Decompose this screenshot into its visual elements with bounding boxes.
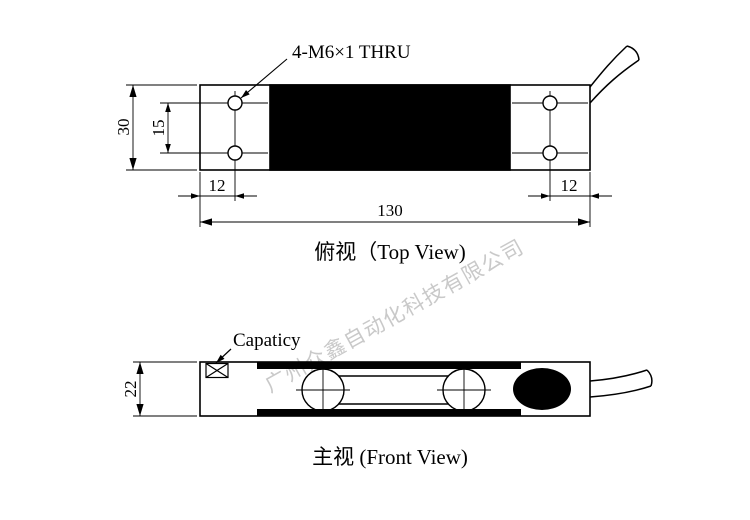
front-view-caption: 主视 (Front View) (312, 445, 468, 469)
cable-line (589, 45, 628, 88)
front-view-bottom-strip (257, 409, 521, 416)
front-view-top-strip (257, 362, 521, 369)
cable-line (589, 59, 640, 104)
capacity-leader (215, 348, 232, 364)
dim-text-15: 15 (149, 120, 168, 137)
dim-text-130: 130 (377, 201, 403, 220)
top-view-caption: 俯视（Top View) (314, 240, 465, 264)
cable-end-cap (626, 45, 640, 61)
seal-ellipse (513, 368, 571, 410)
blind-hole-crosshairs (296, 365, 491, 415)
capacity-box-diagonal (205, 362, 229, 379)
cable-front-view (589, 369, 653, 398)
cable-end-cap (646, 369, 653, 387)
mounting-holes (227, 95, 558, 161)
capacity-label: Capaticy (233, 330, 301, 351)
front-view (199, 361, 591, 417)
cable-top-view (589, 45, 640, 104)
mounting-hole (227, 95, 243, 111)
thread-callout: 4-M6×1 THRU (292, 42, 411, 63)
front-view-cutout (296, 365, 491, 415)
thread-leader-line (240, 58, 288, 99)
capacity-marker (205, 348, 232, 379)
top-view (199, 84, 591, 171)
top-view-dimensions (126, 58, 612, 227)
mounting-hole (542, 95, 558, 111)
dim-text-30: 30 (114, 119, 133, 136)
dim-text-22: 22 (121, 381, 140, 398)
dim-text-12-left: 12 (209, 176, 226, 195)
cable-line (589, 385, 652, 398)
front-view-dimensions (133, 361, 197, 417)
cable-line (589, 369, 648, 382)
dim-text-12-right: 12 (561, 176, 578, 195)
top-view-black-section (269, 84, 511, 171)
mounting-hole (542, 145, 558, 161)
mounting-hole (227, 145, 243, 161)
